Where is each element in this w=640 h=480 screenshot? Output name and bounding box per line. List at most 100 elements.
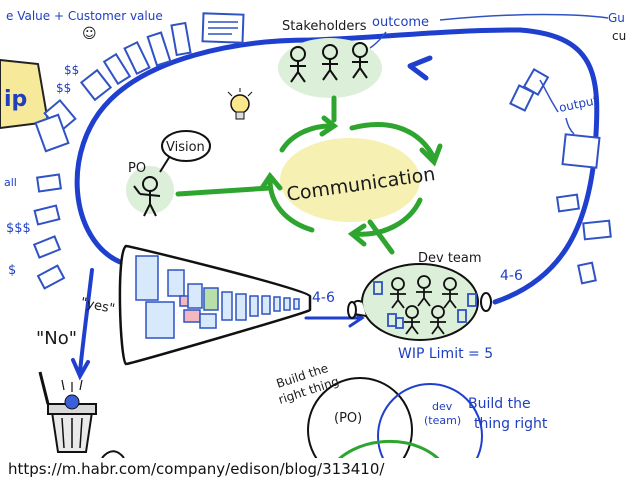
wip-limit-label: WIP Limit = 5 — [398, 346, 493, 362]
trash-can-icon — [38, 371, 97, 453]
backlog-card — [146, 31, 172, 67]
cycle-time-left: 4-6 — [312, 290, 335, 306]
venn-dev-circle — [377, 383, 483, 480]
backlog-card — [32, 235, 62, 259]
stakeholders-label: Stakeholders — [282, 19, 367, 34]
left-fragment-label: all — [4, 176, 17, 189]
stick-figure-icon — [322, 44, 338, 81]
smiley-icon: ☺ — [82, 26, 97, 42]
cycle-arrowhead — [259, 171, 283, 191]
yes-label: "yes" — [79, 295, 116, 317]
backlog-card — [34, 113, 70, 153]
venn-po-label: (PO) — [334, 411, 362, 426]
funnel-card — [293, 298, 300, 310]
left-drop-arrowhead — [71, 358, 90, 381]
outcome-label: outcome — [372, 15, 429, 30]
dev-team-cards — [373, 281, 477, 329]
funnel-card — [145, 301, 175, 339]
funnel-card — [135, 255, 159, 301]
cycle-time-right: 4-6 — [500, 268, 523, 284]
outcome-pointer — [369, 31, 387, 49]
backlog-cards — [32, 12, 245, 290]
money-label: $$$ — [6, 221, 31, 236]
top-right-arc — [439, 13, 609, 21]
communication-blob — [280, 138, 420, 222]
stick-figure-icon — [442, 277, 458, 309]
dev-team-pipe-right — [480, 292, 492, 312]
cycle-arrow — [349, 122, 437, 161]
cycle-arrow — [279, 123, 333, 153]
stick-figure-icon — [416, 275, 432, 307]
money-label: $$ — [56, 81, 71, 95]
funnel-card — [203, 287, 219, 311]
backlog-card — [123, 41, 151, 75]
cycle-arrowhead — [419, 143, 443, 167]
sticky-note-text: ip — [4, 87, 27, 112]
communication-arrows — [175, 95, 443, 255]
venn-po-circle — [307, 377, 413, 480]
funnel-card — [167, 269, 185, 297]
output-card — [561, 133, 601, 169]
backlog-card — [33, 204, 61, 226]
funnel-card — [183, 309, 201, 323]
output-label: output — [558, 93, 600, 115]
output-pointer — [565, 117, 575, 135]
output-card — [509, 84, 535, 112]
output-card — [577, 261, 597, 285]
funnel-card — [261, 295, 271, 315]
vision-bubble-tail — [159, 155, 171, 173]
top-right-fragment: cu — [612, 29, 626, 43]
wip-card — [457, 309, 467, 323]
backlog-card — [102, 52, 132, 86]
dev-team-figures — [390, 275, 458, 335]
backlog-card — [36, 173, 62, 193]
stakeholder-figures — [290, 42, 368, 83]
source-caption: https://m.habr.com/company/edison/blog/3… — [0, 458, 640, 480]
cycle-arrowhead — [347, 223, 367, 247]
dev-team-pipe-left — [347, 301, 357, 319]
vision-label: Vision — [166, 140, 205, 155]
funnel-card — [249, 295, 259, 317]
venn-dev-label-line2: (team) — [424, 414, 461, 427]
bottom-fragment-sketch — [101, 450, 125, 459]
funnel-card — [199, 313, 217, 329]
funnel-card — [221, 291, 233, 321]
output-card — [555, 193, 581, 213]
po-figure — [133, 176, 161, 217]
funnel-card — [187, 283, 203, 309]
top-right-fragment: Gu — [608, 11, 625, 25]
money-label: $ — [8, 263, 16, 278]
money-label: $$ — [64, 63, 79, 77]
lightbulb-icon — [227, 88, 253, 120]
header-card-lines — [208, 21, 238, 35]
output-pointer — [539, 79, 559, 113]
funnel-card — [283, 297, 291, 311]
left-drop-arrow — [78, 268, 94, 374]
build-thing-right-line2: thing right — [474, 416, 548, 432]
backlog-card — [36, 264, 66, 290]
cycle-arrow — [353, 197, 423, 237]
outer-loop-arrow — [74, 27, 600, 305]
funnel-card — [273, 296, 281, 312]
backlog-card — [170, 21, 192, 57]
dev-team-label: Dev team — [418, 251, 482, 266]
stick-figure-icon — [390, 277, 406, 309]
po-label: PO — [128, 161, 146, 176]
backlog-card — [79, 68, 113, 102]
link-to-dev-team — [367, 219, 395, 255]
stick-figure-icon — [133, 176, 161, 217]
stick-figure-icon — [290, 46, 306, 83]
stick-figure-icon — [430, 305, 446, 335]
funnel-card — [235, 293, 247, 321]
wip-card — [467, 293, 477, 307]
venn-dev-label-line1: dev — [432, 400, 453, 413]
outer-loop-arrowhead — [407, 55, 433, 81]
wip-card — [395, 317, 404, 329]
link-to-po — [175, 185, 273, 197]
build-thing-right-line1: Build the — [468, 396, 531, 412]
vision-bubble — [161, 130, 211, 162]
source-url: https://m.habr.com/company/edison/blog/3… — [8, 460, 385, 478]
no-label: "No" — [36, 328, 77, 349]
stick-figure-icon — [352, 42, 368, 79]
